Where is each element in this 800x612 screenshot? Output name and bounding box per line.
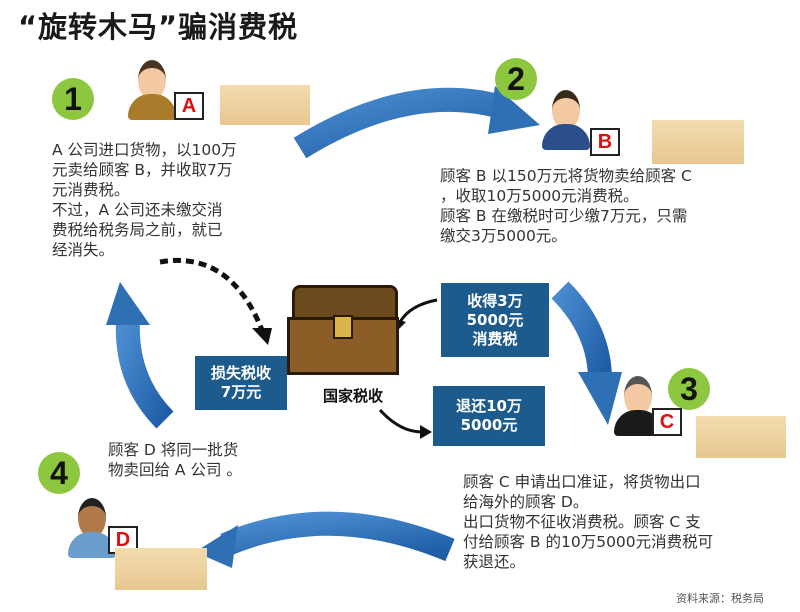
treasure-chest-icon	[287, 285, 399, 375]
tag-a: A	[174, 92, 204, 120]
step-3-badge: 3	[668, 368, 710, 410]
panel-line: 退还10万	[456, 397, 522, 415]
step-3-text: 顾客 C 申请出口准证，将货物出口 给海外的顾客 D。 出口货物不征收消费税。顾…	[463, 472, 783, 572]
text-line: 顾客 B 以150万元将货物卖给顾客 C	[440, 167, 692, 185]
page-title: “旋转木马”骗消费税	[18, 10, 299, 44]
goods-box-icon	[652, 120, 744, 164]
step-1-text: A 公司进口货物，以100万 元卖给顾客 B，并收取7万 元消费税。 不过，A …	[52, 140, 282, 260]
panel-line: 5000元	[466, 310, 524, 329]
text-line: 元消费税。	[52, 181, 130, 199]
panel-line: 损失税收	[210, 364, 271, 382]
treasury-label: 国家税收	[323, 387, 384, 405]
step-4-badge: 4	[38, 452, 80, 494]
text-line: 元卖给顾客 B，并收取7万	[52, 161, 233, 179]
text-line: 付给顾客 B 的10万5000元消费税可	[463, 533, 714, 551]
arrow-d-to-a	[106, 282, 174, 429]
step-2-text: 顾客 B 以150万元将货物卖给顾客 C ，收取10万5000元消费税。 顾客 …	[440, 166, 780, 246]
text-line: 费税给税务局之前，就已	[52, 221, 223, 239]
step-4-text: 顾客 D 将同一批货 物卖回给 A 公司 。	[108, 440, 308, 480]
text-line: 给海外的顾客 D。	[463, 493, 589, 511]
text-line: 物卖回给 A 公司 。	[108, 461, 242, 479]
text-line: 顾客 C 申请出口准证，将货物出口	[463, 473, 701, 491]
person-d-icon	[68, 498, 116, 560]
text-line: 缴交3万5000元。	[440, 227, 567, 245]
goods-box-icon	[115, 548, 207, 590]
text-line: 不过，A 公司还未缴交消	[52, 201, 223, 219]
arrow-c-to-d	[195, 511, 455, 568]
text-line: 顾客 B 在缴税时可少缴7万元，只需	[440, 207, 688, 225]
source-note: 资料来源：税务局	[676, 592, 764, 605]
step-1-badge: 1	[52, 78, 94, 120]
text-line: 出口货物不征收消费税。顾客 C 支	[463, 513, 701, 531]
person-b-icon	[542, 90, 590, 152]
goods-box-icon	[696, 416, 786, 458]
arrow-a-to-b	[293, 86, 540, 159]
panel-line: 5000元	[460, 416, 518, 434]
text-line: 获退还。	[463, 553, 526, 571]
text-line: 经消失。	[52, 241, 115, 259]
panel-line: 收得3万	[467, 291, 523, 310]
panel-line: 消费税	[472, 329, 518, 348]
arrow-treasury-to-refund	[378, 408, 432, 439]
goods-box-icon	[220, 85, 310, 125]
panel-line: 7万元	[220, 383, 262, 401]
text-line: ，收取10万5000元消费税。	[440, 187, 639, 205]
person-a-icon	[128, 60, 176, 122]
text-line: A 公司进口货物，以100万	[52, 141, 237, 159]
tag-c: C	[652, 408, 682, 436]
tag-b: B	[590, 128, 620, 156]
text-line: 顾客 D 将同一批货	[108, 441, 239, 459]
arrow-b-to-c	[551, 281, 622, 425]
step-2-badge: 2	[495, 58, 537, 100]
dashed-arrow-a-to-treasury	[159, 257, 272, 345]
